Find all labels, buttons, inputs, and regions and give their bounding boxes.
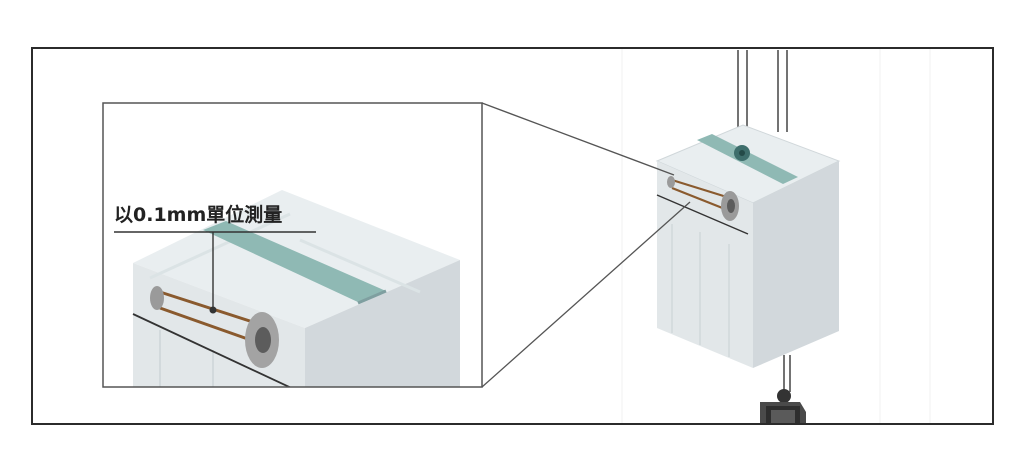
measurement-rods	[671, 178, 731, 213]
left-rod-cap	[667, 176, 675, 188]
background-guide-lines	[621, 48, 931, 424]
zoom-connector-lines	[481, 102, 691, 388]
measurement-callout-label: 以0.1mm單位測量	[114, 204, 283, 226]
elevator-cab	[655, 124, 841, 368]
top-pulley-icon	[734, 145, 750, 161]
sheave-icon	[721, 191, 739, 221]
zoom-detail-panel	[102, 102, 483, 388]
outer-frame	[31, 47, 994, 425]
guide-rail	[697, 134, 798, 184]
cab-right-face	[753, 161, 839, 368]
counterweight-icon	[760, 389, 806, 424]
zoom-guide-rail	[203, 221, 386, 303]
